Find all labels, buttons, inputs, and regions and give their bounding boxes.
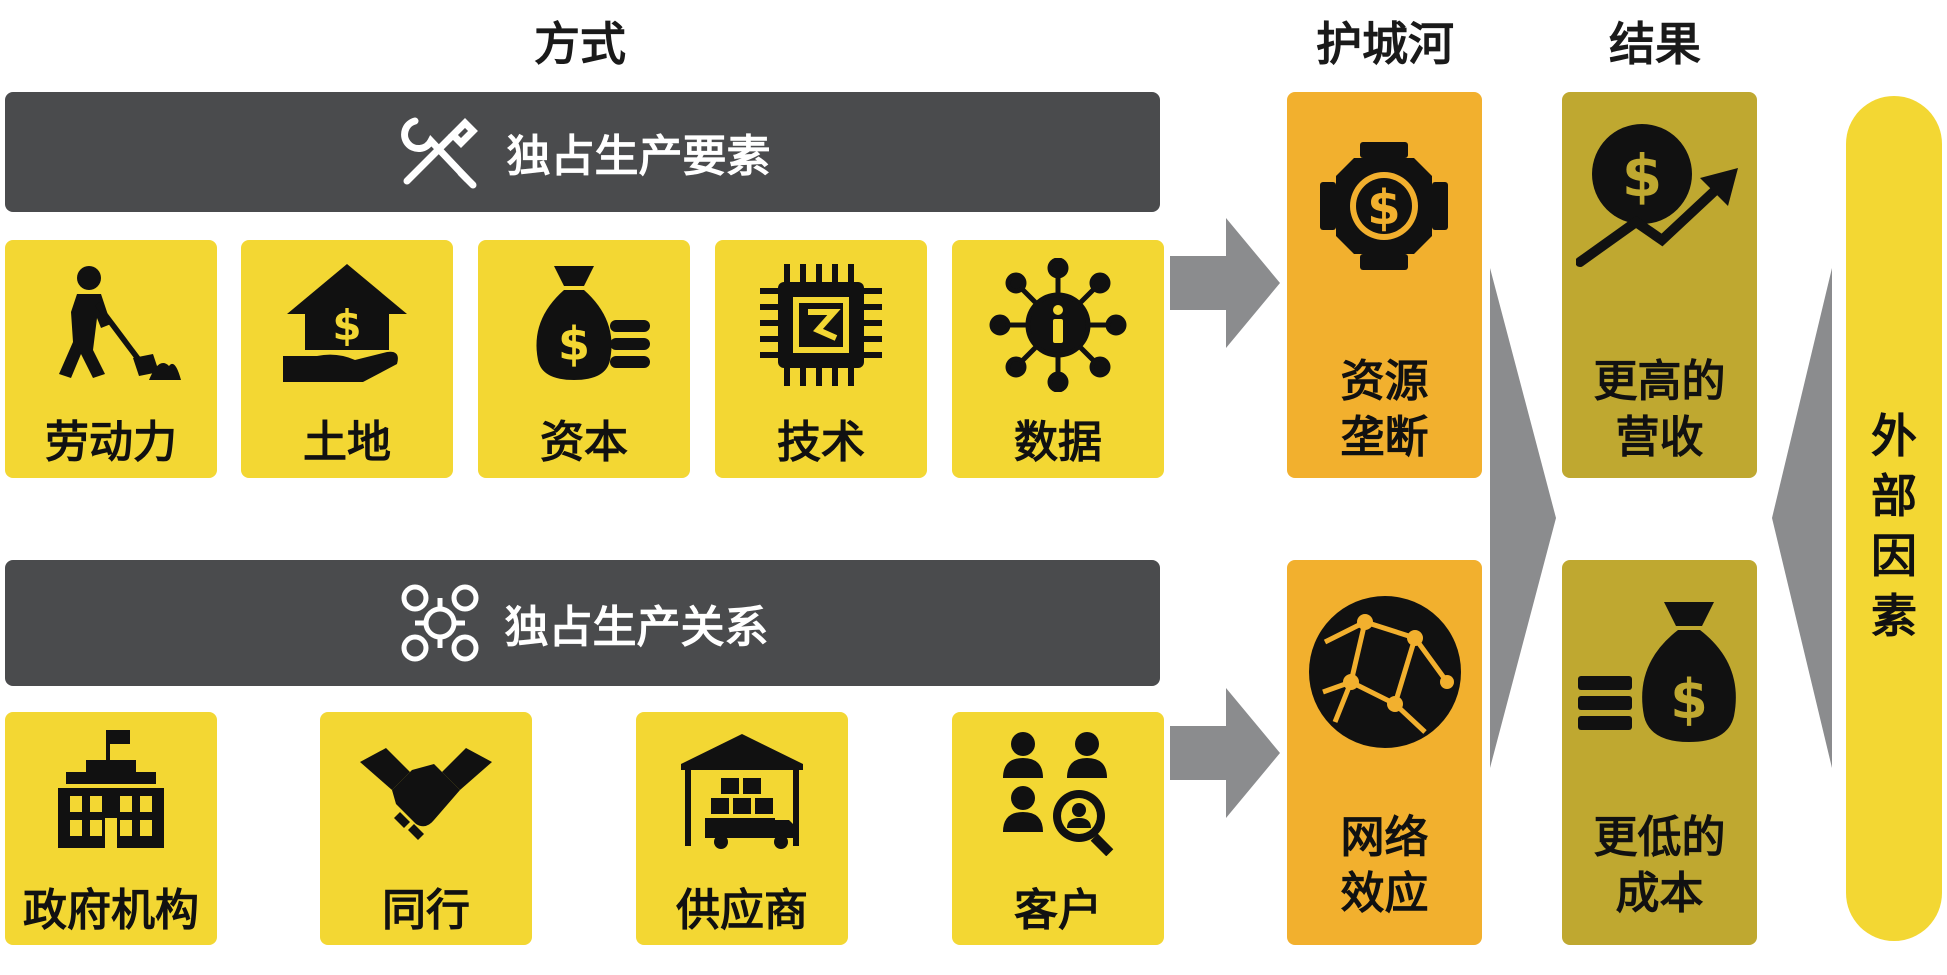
- relation-tile-supplier: 供应商: [636, 712, 848, 945]
- factor-tile-land: $ 土地: [241, 240, 453, 478]
- svg-text:$: $: [332, 301, 361, 350]
- relation-label: 同行: [382, 885, 470, 936]
- factor-bar-label: 独占生产要素: [506, 131, 771, 182]
- relation-bar: 独占生产关系: [5, 560, 1160, 686]
- result-line: 营收: [1615, 412, 1704, 463]
- info-network-icon: [989, 258, 1127, 392]
- external-char: 外: [1871, 409, 1917, 463]
- external-factors: 外 部 因 素: [1846, 96, 1942, 941]
- dollar-chip-icon: $: [1320, 142, 1448, 270]
- money-bag-savings-icon: $: [1578, 602, 1736, 742]
- factor-tile-tech: 技术: [715, 240, 927, 478]
- tools-icon: [400, 117, 478, 189]
- factor-tile-data: 数据: [952, 240, 1164, 478]
- moat-header: 护城河: [1316, 17, 1454, 71]
- arrow-right-top: [1170, 218, 1280, 348]
- svg-text:$: $: [558, 317, 590, 371]
- result-line: 更高的: [1593, 356, 1726, 407]
- relation-label: 客户: [1014, 885, 1102, 936]
- result-line: 成本: [1615, 868, 1704, 919]
- factor-label: 资本: [540, 417, 628, 468]
- arrow-right-bottom: [1170, 688, 1280, 818]
- money-bag-coins-icon: $: [536, 266, 650, 380]
- factor-label: 数据: [1014, 417, 1102, 468]
- result-higher-revenue: $ 更高的 营收: [1562, 92, 1757, 478]
- svg-text:$: $: [1367, 180, 1400, 236]
- relation-label: 政府机构: [23, 885, 199, 936]
- result-line: 更低的: [1593, 812, 1726, 863]
- factor-label: 劳动力: [45, 417, 177, 468]
- worker-shovel-icon: [59, 266, 181, 380]
- relation-tile-peers: 同行: [320, 712, 532, 945]
- factor-tile-labor: 劳动力: [5, 240, 217, 478]
- customers-search-icon: [1003, 732, 1114, 856]
- moat-line: 网络: [1340, 812, 1429, 863]
- relation-bar-label: 独占生产关系: [504, 602, 769, 653]
- external-char: 素: [1871, 589, 1917, 643]
- factor-label: 土地: [303, 417, 391, 468]
- chip-icon: [760, 264, 882, 386]
- svg-text:$: $: [1670, 668, 1708, 731]
- relation-tile-customer: 客户: [952, 712, 1164, 945]
- result-lower-cost: $ 更低的 成本: [1562, 560, 1757, 945]
- relation-tile-government: 政府机构: [5, 712, 217, 945]
- handshake-icon: [360, 748, 492, 840]
- government-building-icon: [58, 730, 164, 848]
- arrow-converge: [1490, 268, 1556, 768]
- factor-tile-capital: $ 资本: [478, 240, 690, 478]
- relation-label: 供应商: [676, 885, 808, 936]
- relations-icon: [401, 584, 478, 662]
- warehouse-truck-icon: [681, 734, 803, 849]
- factor-label: 技术: [777, 417, 865, 468]
- method-header: 方式: [534, 17, 626, 71]
- result-header: 结果: [1609, 17, 1701, 71]
- hand-house-dollar-icon: $: [283, 264, 407, 382]
- external-char: 因: [1871, 529, 1917, 583]
- dollar-growth-icon: $: [1576, 124, 1738, 267]
- network-globe-icon: [1309, 596, 1461, 748]
- moat-line: 垄断: [1340, 412, 1429, 463]
- external-char: 部: [1871, 469, 1917, 523]
- moat-line: 资源: [1340, 356, 1429, 407]
- moat-resource-monopoly: $ 资源 垄断: [1287, 92, 1482, 478]
- arrow-external: [1772, 268, 1832, 768]
- moat-network-effect: 网络 效应: [1287, 560, 1482, 945]
- factor-bar: 独占生产要素: [5, 92, 1160, 212]
- svg-text:$: $: [1622, 142, 1662, 210]
- moat-line: 效应: [1340, 868, 1429, 919]
